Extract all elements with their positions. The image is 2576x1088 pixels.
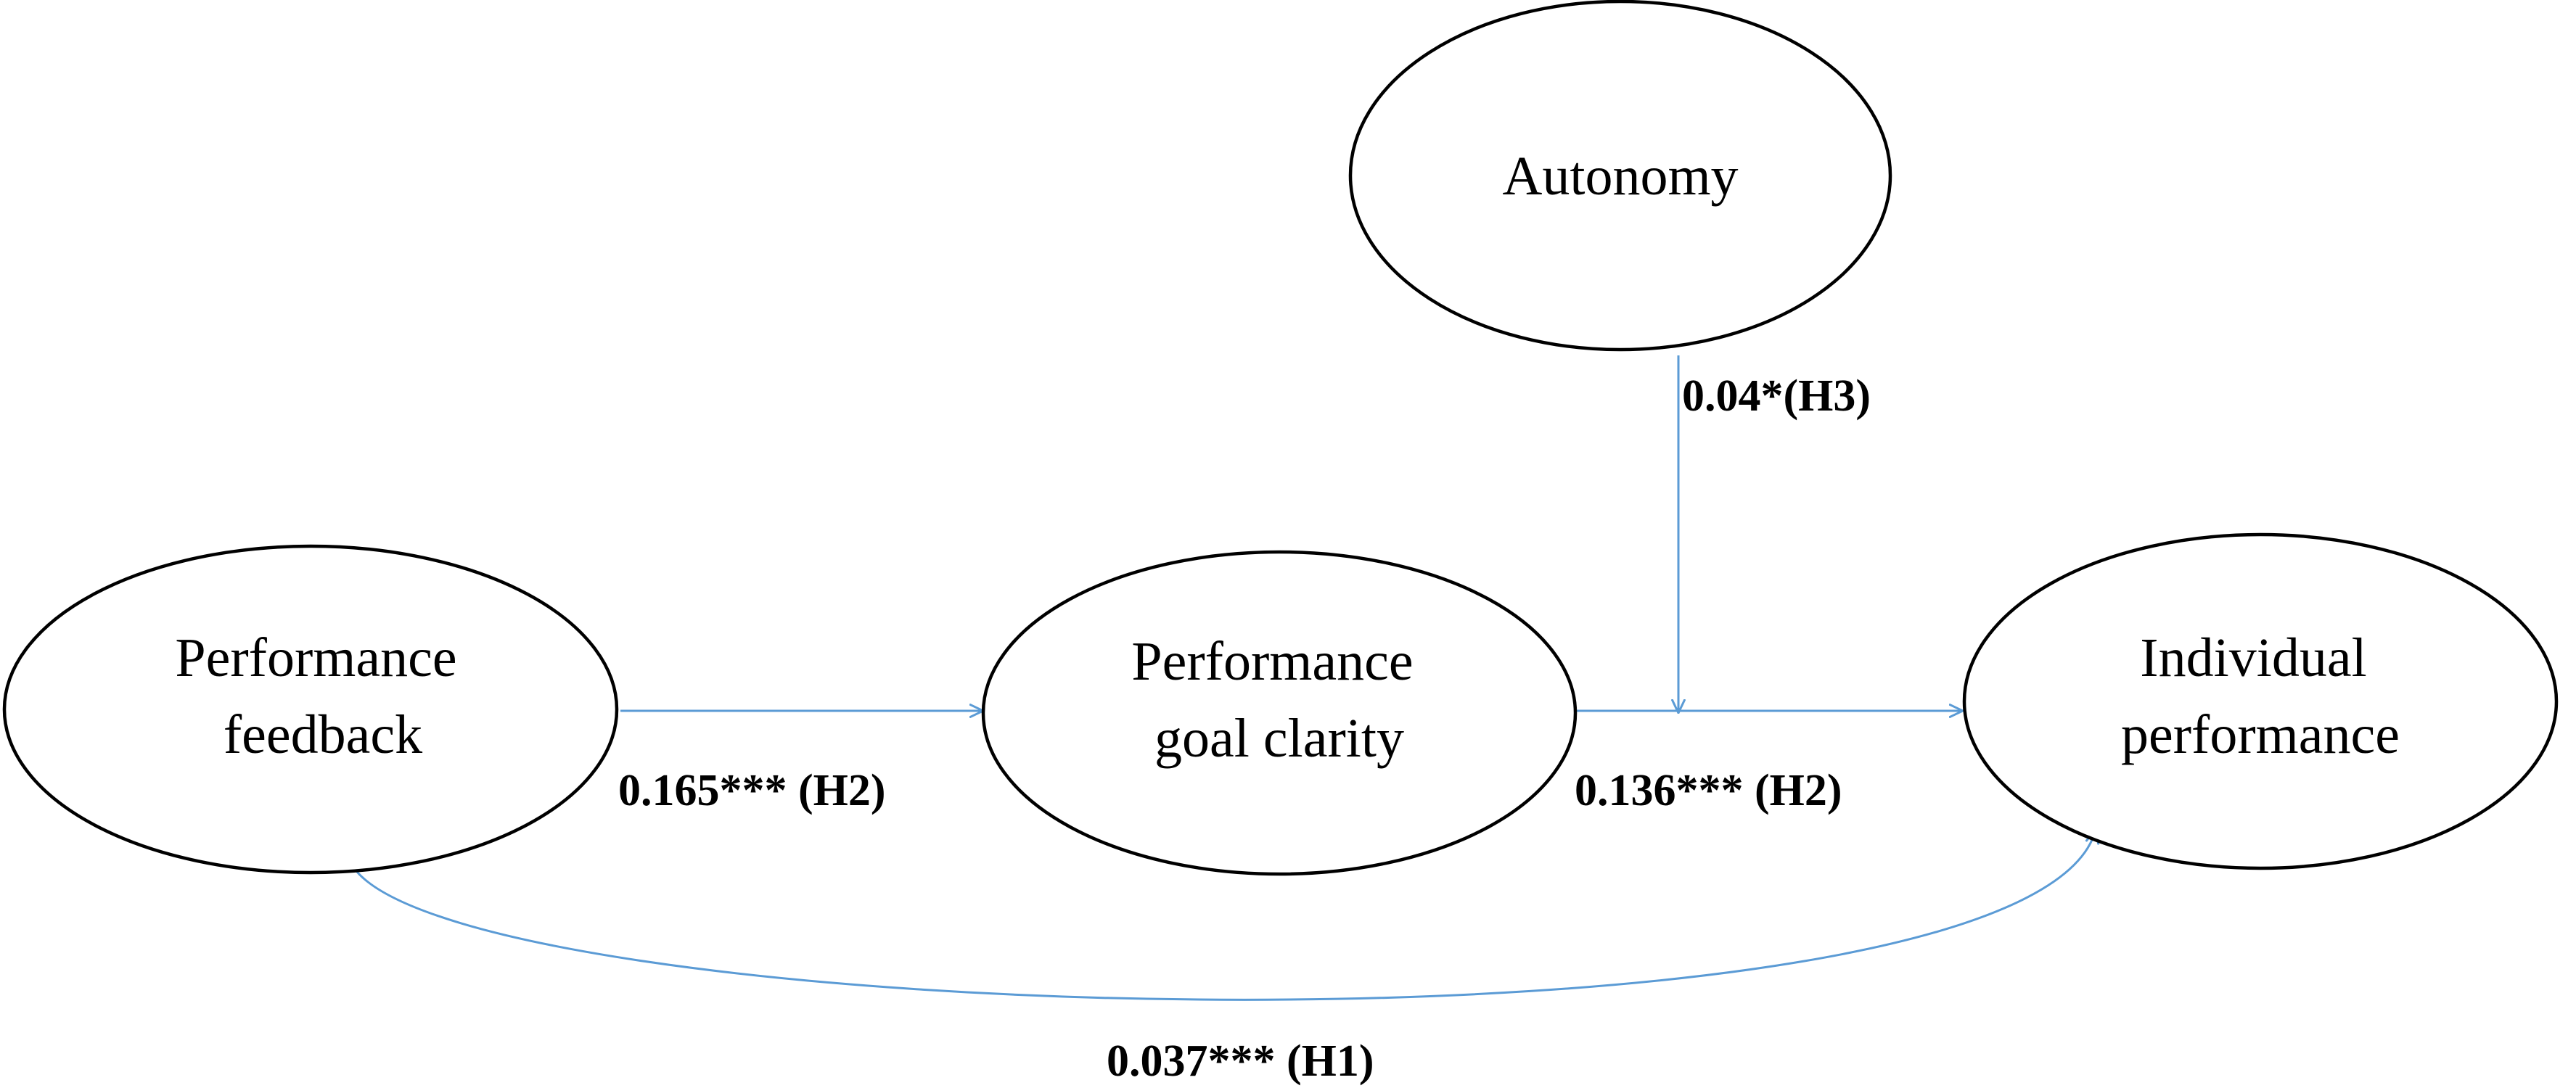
node-performance-feedback-label: Performance feedback xyxy=(175,627,470,765)
label-clarity-to-individual: 0.136*** (H2) xyxy=(1575,766,1842,815)
node-performance-feedback-ellipse xyxy=(2,544,619,875)
node-individual-performance-ellipse xyxy=(1962,532,2559,870)
node-individual-performance: Individual performance xyxy=(1962,532,2559,870)
node-performance-goal-clarity-label: Performance goal clarity xyxy=(1131,631,1427,769)
edge-feedback-to-individual xyxy=(347,830,2096,1001)
node-performance-goal-clarity: Performance goal clarity xyxy=(981,550,1578,876)
node-autonomy-ellipse xyxy=(1348,0,1892,352)
node-performance-goal-clarity-ellipse xyxy=(981,550,1578,876)
node-autonomy: Autonomy xyxy=(1348,0,1892,352)
node-individual-performance-label: Individual performance xyxy=(2121,627,2400,765)
label-autonomy-moderation: 0.04*(H3) xyxy=(1682,371,1871,421)
node-performance-feedback: Performance feedback xyxy=(2,544,619,875)
label-feedback-to-clarity: 0.165*** (H2) xyxy=(618,766,886,815)
label-feedback-to-individual: 0.037*** (H1) xyxy=(1107,1037,1374,1086)
node-autonomy-label: Autonomy xyxy=(1502,146,1738,207)
